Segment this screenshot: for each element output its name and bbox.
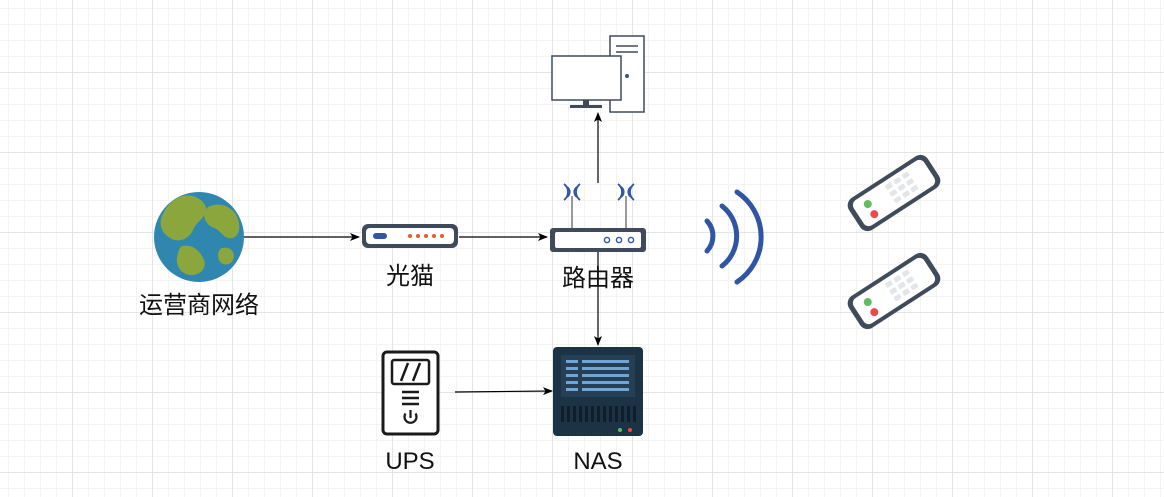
modem-label: 光猫 [386,262,434,290]
router-label: 路由器 [562,264,634,292]
desktop-computer-icon[interactable] [551,35,645,113]
nas-server-icon[interactable] [553,347,643,436]
globe-icon[interactable] [154,192,244,282]
modem-icon[interactable] [362,224,458,248]
connection-edges [244,112,602,396]
ups-label: UPS [385,448,435,475]
router-icon[interactable] [550,183,646,252]
isp-network-label: 运营商网络 [139,291,259,319]
ups-icon[interactable] [381,350,440,436]
edge-ups-to-nas[interactable] [454,387,553,396]
wifi-signal-icon[interactable] [704,189,764,285]
smartphone-icon[interactable] [844,151,944,234]
power-button-icon [403,410,418,424]
nas-label: NAS [573,448,623,475]
router-antenna-signal-icon [563,183,635,201]
smartphone-icon[interactable] [844,249,944,332]
